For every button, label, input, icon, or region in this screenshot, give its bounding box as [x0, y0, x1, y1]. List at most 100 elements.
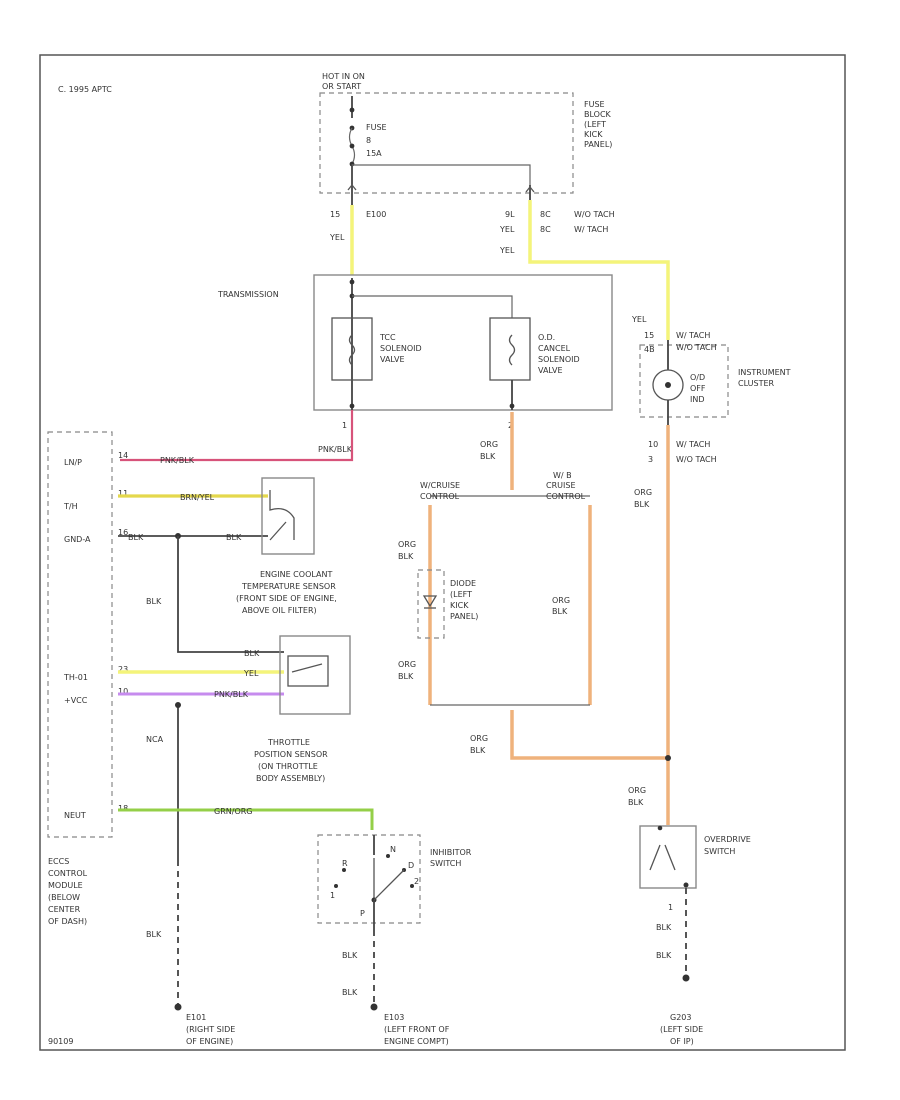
- svg-text:(LEFT FRONT OF: (LEFT FRONT OF: [384, 1025, 450, 1034]
- svg-text:BLK: BLK: [634, 500, 650, 509]
- svg-text:15: 15: [644, 331, 654, 340]
- year-label: C. 1995 APTC: [58, 85, 112, 94]
- svg-text:1: 1: [342, 421, 347, 430]
- svg-text:BLK: BLK: [480, 452, 496, 461]
- svg-text:YEL: YEL: [499, 246, 515, 255]
- svg-text:ORG: ORG: [480, 440, 498, 449]
- svg-text:BLK: BLK: [470, 746, 486, 755]
- svg-text:15A: 15A: [366, 149, 382, 158]
- svg-text:8C: 8C: [540, 210, 551, 219]
- svg-text:BLK: BLK: [342, 951, 358, 960]
- svg-text:9L: 9L: [505, 210, 515, 219]
- svg-text:15: 15: [330, 210, 340, 219]
- inhibitor-switch: R N D 2 1 P INHIBITOR SWITCH: [317, 834, 472, 930]
- svg-text:(RIGHT SIDE: (RIGHT SIDE: [186, 1025, 235, 1034]
- ecm-module: LN/P T/H GND-A TH-01 +VCC NEUT 14 11 16 …: [47, 431, 128, 926]
- footer-code: 90109: [48, 1037, 73, 1046]
- svg-text:BLK: BLK: [628, 798, 644, 807]
- svg-text:OF ENGINE): OF ENGINE): [186, 1037, 233, 1046]
- svg-text:YEL: YEL: [329, 233, 345, 242]
- svg-text:8C: 8C: [540, 225, 551, 234]
- svg-text:N: N: [390, 845, 396, 854]
- svg-text:NCA: NCA: [146, 735, 164, 744]
- ground-e103: [370, 1003, 378, 1011]
- svg-text:BLK: BLK: [226, 533, 242, 542]
- svg-text:P: P: [360, 909, 365, 918]
- svg-text:SWITCH: SWITCH: [704, 847, 735, 856]
- svg-text:BLK: BLK: [656, 923, 672, 932]
- svg-text:OF DASH): OF DASH): [48, 917, 87, 926]
- svg-text:ORG: ORG: [398, 540, 416, 549]
- svg-text:E101: E101: [186, 1013, 206, 1022]
- svg-text:W/CRUISE: W/CRUISE: [420, 481, 460, 490]
- svg-text:E100: E100: [366, 210, 386, 219]
- svg-text:W/ TACH: W/ TACH: [676, 440, 710, 449]
- svg-text:THROTTLE: THROTTLE: [267, 738, 310, 747]
- svg-text:KICK: KICK: [584, 130, 603, 139]
- svg-text:3: 3: [648, 455, 653, 464]
- svg-text:BLK: BLK: [656, 951, 672, 960]
- svg-text:ENGINE COMPT): ENGINE COMPT): [384, 1037, 449, 1046]
- overdrive-switch: OVERDRIVE SWITCH: [639, 825, 751, 889]
- svg-text:BLK: BLK: [342, 988, 358, 997]
- svg-text:W/ TACH: W/ TACH: [574, 225, 608, 234]
- svg-text:BRN/YEL: BRN/YEL: [180, 493, 215, 502]
- svg-text:FUSE: FUSE: [366, 123, 387, 132]
- svg-text:BLK: BLK: [244, 649, 260, 658]
- svg-text:CLUSTER: CLUSTER: [738, 379, 775, 388]
- svg-text:10: 10: [648, 440, 658, 449]
- svg-text:BLK: BLK: [398, 552, 414, 561]
- svg-text:D: D: [408, 861, 414, 870]
- svg-text:SWITCH: SWITCH: [430, 859, 461, 868]
- svg-text:BLK: BLK: [398, 672, 414, 681]
- diode: [417, 569, 445, 639]
- svg-text:TRANSMISSION: TRANSMISSION: [217, 290, 279, 299]
- svg-text:W/ TACH: W/ TACH: [676, 331, 710, 340]
- svg-text:4B: 4B: [644, 345, 655, 354]
- grn-org-wire: [118, 808, 374, 830]
- svg-text:HOT IN ON: HOT IN ON: [322, 72, 365, 81]
- org-blk-wire-junction: [510, 710, 668, 760]
- ground-e101: [174, 1003, 182, 1011]
- svg-text:W/O TACH: W/O TACH: [676, 343, 717, 352]
- svg-text:E103: E103: [384, 1013, 404, 1022]
- svg-text:IND: IND: [690, 395, 705, 404]
- svg-text:(LEFT: (LEFT: [584, 120, 606, 129]
- svg-text:BLK: BLK: [128, 533, 144, 542]
- svg-text:FUSE: FUSE: [584, 100, 605, 109]
- tcc-solenoid-valve: TCC SOLENOID VALVE: [331, 317, 422, 381]
- fuse-block: HOT IN ON OR START FUSE 8 15A FUSE BLOCK…: [319, 72, 612, 270]
- svg-text:8: 8: [366, 136, 371, 145]
- svg-text:BODY ASSEMBLY): BODY ASSEMBLY): [256, 774, 325, 783]
- svg-text:CONTROL: CONTROL: [546, 492, 586, 501]
- instrument-cluster: YEL 15 4B W/ TACH W/O TACH O/D OFF IND I…: [631, 315, 791, 509]
- ground-g203: [682, 974, 690, 982]
- svg-text:TCC: TCC: [379, 333, 396, 342]
- svg-text:INHIBITOR: INHIBITOR: [430, 848, 472, 857]
- svg-text:PNK/BLK: PNK/BLK: [318, 445, 353, 454]
- pnk-blk-label: PNK/BLK: [160, 456, 195, 465]
- svg-text:ORG: ORG: [634, 488, 652, 497]
- svg-text:MODULE: MODULE: [48, 881, 83, 890]
- svg-text:ORG: ORG: [628, 786, 646, 795]
- svg-text:CONTROL: CONTROL: [420, 492, 460, 501]
- svg-text:1: 1: [668, 903, 673, 912]
- svg-text:CANCEL: CANCEL: [538, 344, 571, 353]
- transmission: TRANSMISSION TCC SOLENOID VALVE O.D. CAN…: [217, 274, 613, 461]
- svg-text:CRUISE: CRUISE: [546, 481, 576, 490]
- svg-text:YEL: YEL: [243, 669, 259, 678]
- svg-text:O/D: O/D: [690, 373, 705, 382]
- svg-text:OR START: OR START: [322, 82, 361, 91]
- svg-text:GND-A: GND-A: [64, 535, 91, 544]
- svg-text:VALVE: VALVE: [538, 366, 563, 375]
- svg-text:BLK: BLK: [146, 930, 162, 939]
- svg-text:W/O TACH: W/O TACH: [574, 210, 615, 219]
- svg-text:(LEFT: (LEFT: [450, 590, 472, 599]
- svg-text:POSITION SENSOR: POSITION SENSOR: [254, 750, 328, 759]
- svg-text:(LEFT SIDE: (LEFT SIDE: [660, 1025, 703, 1034]
- svg-text:ENGINE COOLANT: ENGINE COOLANT: [260, 570, 332, 579]
- svg-text:VALVE: VALVE: [380, 355, 405, 364]
- svg-text:BLK: BLK: [146, 597, 162, 606]
- svg-text:R: R: [342, 859, 348, 868]
